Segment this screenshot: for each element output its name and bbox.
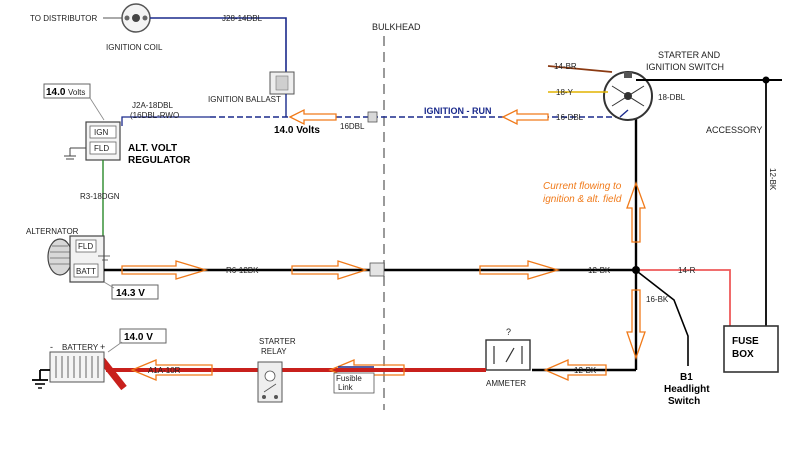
alt-batt-label: BATT [76,267,96,276]
w-12bk-mid-label: 12-BK [588,266,611,275]
alt-fld-label: FLD [78,242,93,251]
battery-label: BATTERY [62,343,99,352]
to-distributor-label: TO DISTRIBUTOR [30,14,97,23]
regulator-volts-box: 14.0 Volts [43,83,91,99]
battery [49,351,105,383]
alt-volt-regulator [64,121,121,161]
alt-volt-label-2: REGULATOR [128,155,191,166]
ammeter-q: ? [506,327,511,337]
alternator-volts-box: 14.3 V [111,284,159,300]
ignition-run-label: IGNITION - RUN [424,106,492,116]
w-18dbl-label: 18-DBL [658,93,686,102]
battery-volts-leader [107,341,123,353]
reg-ign-label: IGN [94,128,108,137]
alternator [47,235,110,283]
bulkhead-connector-run [367,111,378,123]
ammeter-label: AMMETER [486,379,526,388]
headlight-label-1: Headlight [664,384,710,395]
fusible-link [333,366,375,394]
accessory-label: ACCESSORY [706,125,762,135]
ground-symbol [32,369,50,389]
w-16dbl-label: 16-DBL [556,113,584,122]
switch-run-link [619,109,629,118]
battery-minus: - [50,342,53,352]
charge-arrows [121,260,561,280]
starter-relay [257,361,283,403]
w-16bk-label: 16-BK [646,295,669,304]
run-arrows [288,108,549,126]
alt-volt-label-1: ALT. VOLT [128,143,177,154]
starter-switch-label-2: IGNITION SWITCH [646,62,724,72]
alt-volts-leader [103,281,115,289]
note-line-2: ignition & alt. field [543,194,622,205]
reg-fld-label: FLD [94,144,109,153]
bulkhead-label: BULKHEAD [372,22,421,32]
ignition-ballast [269,71,295,95]
j2a-label-1: J2A-18DBL [132,101,173,110]
r3-label: R3-18DGN [80,192,120,201]
b1-label: B1 [680,372,693,383]
down-arrow [626,289,646,360]
battery-volts-value: 14.0 V [124,332,153,343]
note-line-1: Current flowing to [543,181,622,192]
regulator-volts-unit: Volts [68,88,85,97]
w-14br-label: 14-BR [554,62,577,71]
battery-plus: + [100,342,105,352]
up-arrow [626,181,646,243]
bulkhead-connector-bus [369,262,385,277]
starter-relay-label-1: STARTER [259,337,296,346]
alternator-volts-value: 14.3 V [116,288,145,299]
battery-post-cable [99,357,127,391]
fuse-label-1: FUSE [732,336,759,347]
w-16dbl-bulk-label: 16DBL [340,122,365,131]
coil-ballast-wire [150,17,287,72]
regulator-ign-wire [121,116,210,126]
fusible-label-2: Link [338,383,354,392]
ignition-coil [121,3,151,33]
w-14r-label: 14-R [678,266,696,275]
wire-14br [547,65,613,73]
alternator-label: ALTERNATOR [26,227,79,236]
w-12bk-low-label: 12-BK [574,366,597,375]
j2a-label-2: (16DBL-RWO [130,111,179,120]
ballast-volts: 14.0 Volts [274,125,320,136]
fusible-label-1: Fusible [336,374,362,383]
headlight-wire [637,271,689,366]
starter-switch-label-1: STARTER AND [658,50,721,60]
j28-label: J28-14DBL [222,14,263,23]
starter-relay-label-2: RELAY [261,347,287,356]
regulator-volts-value: 14.0 [46,87,66,98]
regulator-volts-leader [89,97,105,121]
ammeter [485,339,531,371]
w-12bk-acc-label: 12-BK [768,168,777,191]
ammeter-arrow [543,359,607,381]
fuse-box [723,325,779,373]
w-18y-label: 18-Y [556,88,574,97]
battery-volts-box: 14.0 V [119,328,167,344]
ignition-coil-label: IGNITION COIL [106,43,163,52]
ignition-ballast-label: IGNITION BALLAST [208,95,281,104]
a1a-label: A1A-10R [148,366,181,375]
starter-ignition-switch [603,71,653,121]
headlight-label-2: Switch [668,396,700,407]
fuse-feed-wire [640,269,731,326]
fuse-label-2: BOX [732,349,754,360]
r6-label: R6-12BK [226,266,259,275]
